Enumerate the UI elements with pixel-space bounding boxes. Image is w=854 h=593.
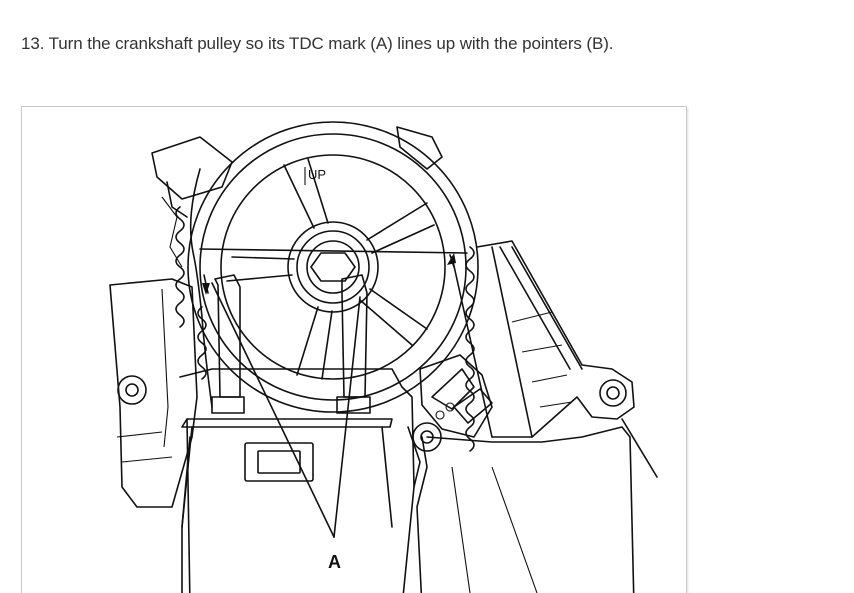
callout-label-a: A bbox=[328, 552, 341, 572]
timing-belt-line-drawing: UP bbox=[109, 121, 658, 593]
callout-a-leaders: A bbox=[211, 282, 361, 572]
timing-belt-right bbox=[451, 246, 533, 452]
engine-diagram-figure: UP bbox=[21, 106, 687, 593]
right-tensioner-rail bbox=[476, 240, 658, 478]
hex-bolt bbox=[310, 252, 356, 282]
top-left-bracket bbox=[151, 136, 233, 268]
left-pointer-pin bbox=[211, 274, 245, 414]
cylinder-head-cover bbox=[179, 368, 415, 593]
instruction-step-text: 13. Turn the crankshaft pulley so its TD… bbox=[21, 34, 614, 53]
tdc-pointer-arrows bbox=[202, 253, 456, 295]
top-right-bracket bbox=[396, 126, 443, 170]
left-engine-block bbox=[109, 278, 198, 593]
right-pointer-pin bbox=[336, 274, 371, 414]
cam-position-sensor bbox=[407, 354, 493, 488]
timing-belt-left bbox=[175, 168, 213, 408]
crankshaft-pulley: UP bbox=[187, 121, 479, 413]
pulley-up-mark: UP bbox=[308, 167, 326, 182]
cover-window bbox=[244, 442, 314, 482]
lower-right-block bbox=[412, 422, 635, 593]
